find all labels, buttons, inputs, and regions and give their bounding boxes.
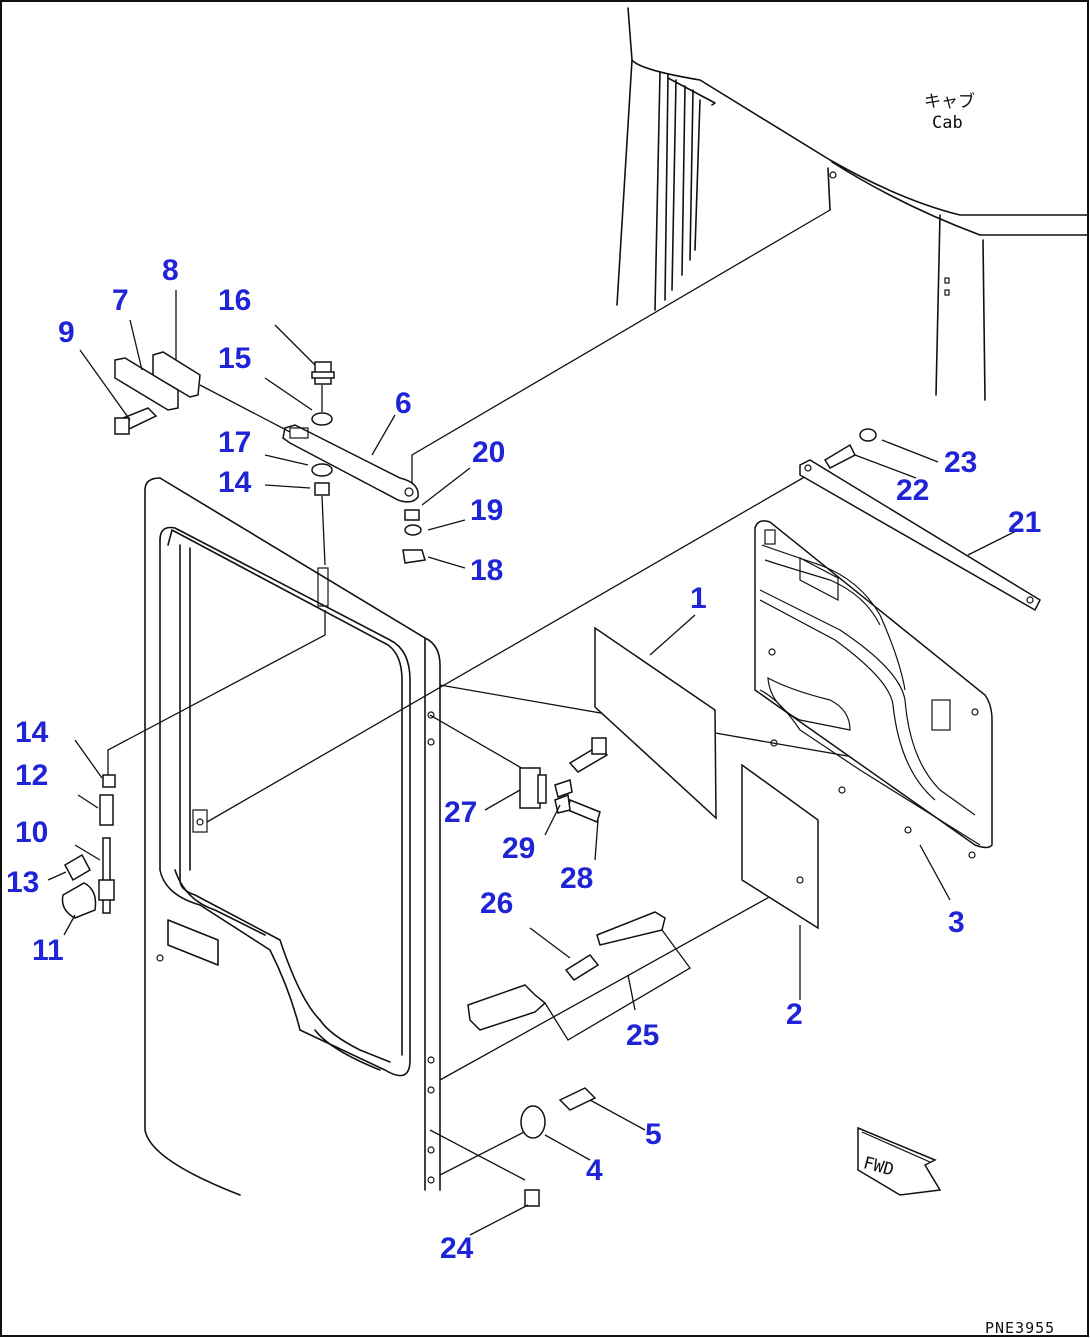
part-number-15: 15 <box>218 342 251 375</box>
part-number-18: 18 <box>470 554 503 587</box>
part-number-28: 28 <box>560 862 593 895</box>
part-number-16: 16 <box>218 284 251 317</box>
leader-cab-to-stay <box>411 209 831 490</box>
cab-outline <box>616 7 1089 401</box>
leader-bumper-lower <box>429 1129 526 1181</box>
part-number-10: 10 <box>15 816 48 849</box>
latch-assembly <box>467 911 691 1041</box>
part-number-8: 8 <box>162 254 179 287</box>
leader-pin-to-door <box>107 610 326 775</box>
hinge <box>519 737 609 824</box>
part-number-14-upper: 14 <box>218 466 252 499</box>
part-number-11: 11 <box>32 934 64 967</box>
part-number-27: 27 <box>444 796 477 829</box>
drawing-code: PNE3955 <box>985 1319 1055 1337</box>
pin-assembly <box>61 774 116 919</box>
leader-door-to-pad <box>439 879 801 1081</box>
forward-arrow-icon: FWD <box>857 1126 942 1196</box>
trim-pad <box>741 763 819 930</box>
part-number-1: 1 <box>690 582 707 615</box>
leader-hinge <box>429 714 526 771</box>
part-number-17: 17 <box>218 426 251 459</box>
part-number-19: 19 <box>470 494 503 527</box>
part-number-14-lower: 14 <box>15 716 49 749</box>
part-number-29: 29 <box>502 832 535 865</box>
nut-stack <box>402 509 426 564</box>
cab-label-en: Cab <box>932 113 963 133</box>
stay-bracket <box>199 384 419 503</box>
part-number-3: 3 <box>948 906 965 939</box>
part-number-23: 23 <box>944 446 977 479</box>
bolt-stack-top <box>311 361 335 566</box>
part-number-6: 6 <box>395 387 412 420</box>
part-number-9: 9 <box>58 316 75 349</box>
part-number-24: 24 <box>440 1232 474 1265</box>
glass-panel <box>594 626 717 820</box>
bracket-plate <box>114 351 201 435</box>
part-number-2: 2 <box>786 998 803 1031</box>
part-number-21: 21 <box>1008 506 1041 539</box>
leader-bumper <box>439 1129 529 1176</box>
part-number-26: 26 <box>480 887 513 920</box>
door-frame <box>144 477 441 1196</box>
part-number-20: 20 <box>472 436 505 469</box>
bumper-assembly <box>520 1087 597 1207</box>
part-number-7: 7 <box>112 284 129 317</box>
leader-door-to-rod <box>206 474 809 823</box>
label-leaders <box>47 290 1019 1236</box>
part-number-4: 4 <box>586 1154 603 1187</box>
part-number-22: 22 <box>896 474 929 507</box>
cab-label-jp: キャブ <box>924 91 975 112</box>
inner-panel <box>754 520 993 859</box>
part-number-5: 5 <box>645 1118 662 1151</box>
part-number-25: 25 <box>626 1019 659 1052</box>
part-number-12: 12 <box>15 759 48 792</box>
part-number-13: 13 <box>6 866 39 899</box>
